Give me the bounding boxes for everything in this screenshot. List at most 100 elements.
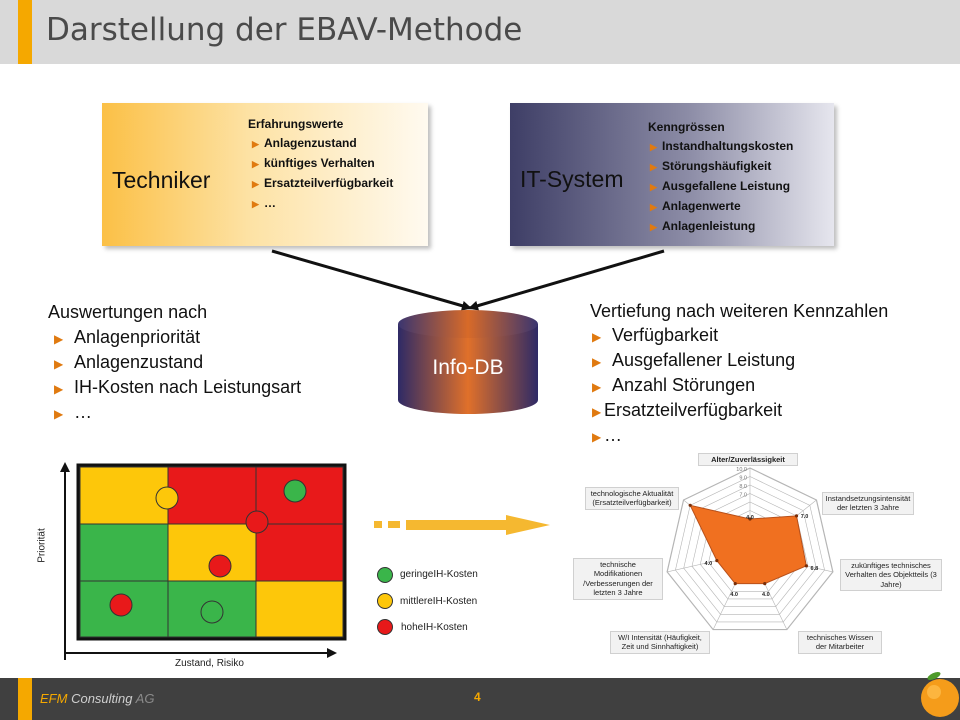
- radar-point: [688, 503, 692, 507]
- radar-point: [794, 514, 799, 518]
- arrow-icon: ▶: [592, 430, 602, 444]
- list-item: ▶Instandhaltungskosten: [650, 136, 793, 156]
- radar-tick-label: 7.0: [739, 493, 747, 499]
- it-system-heading: Kenngrössen: [648, 120, 725, 134]
- legend-dot-green: [377, 567, 393, 583]
- list-item: ▶…: [592, 423, 795, 448]
- list-item: ▶…: [252, 193, 393, 213]
- arrow-icon: ▶: [54, 357, 64, 371]
- radar-tick-label: 10.0: [736, 467, 747, 473]
- list-item: ▶Anlagenpriorität: [54, 325, 301, 350]
- left-column-list: ▶Anlagenpriorität ▶Anlagenzustand ▶IH-Ko…: [54, 325, 301, 425]
- radar-label: technisches Wissen der Mitarbeiter: [798, 631, 882, 654]
- matrix-cell: [255, 523, 344, 582]
- arrow-icon: ▶: [650, 142, 657, 152]
- radar-point: [733, 582, 737, 586]
- matrix-dot: [155, 486, 179, 510]
- it-system-label: IT-System: [520, 166, 624, 192]
- radar-grid-ring: [666, 467, 834, 631]
- list-item: ▶künftiges Verhalten: [252, 153, 393, 173]
- matrix-dot: [283, 479, 307, 503]
- arrow-icon: ▶: [592, 405, 602, 419]
- legend-dot-yellow: [377, 593, 393, 609]
- arrow-it-to-db: [468, 249, 665, 311]
- arrow-icon: ▶: [592, 380, 602, 394]
- it-system-box: [510, 103, 834, 246]
- slide-footer: [0, 678, 960, 720]
- arrow-techniker-to-db: [271, 249, 472, 311]
- radar-top-label: Alter/Zuverlässigkeit: [698, 453, 798, 467]
- radar-label: technologische Aktualität (Ersatzteilver…: [585, 487, 679, 510]
- arrow-icon: ▶: [592, 330, 602, 344]
- techniker-label: Techniker: [112, 167, 211, 193]
- radar-tick-label: 8.0: [739, 484, 747, 490]
- radar-label: W/I Intensität (Häufigkeit, Zeit und Sin…: [610, 631, 710, 654]
- list-item: ▶Anlagenwerte: [650, 196, 793, 216]
- slide-title: Darstellung der EBAV-Methode: [46, 12, 523, 48]
- arrow-icon: ▶: [54, 332, 64, 346]
- matrix-cell: [255, 580, 344, 638]
- slide-header: [0, 0, 960, 64]
- list-item: ▶…: [54, 400, 301, 425]
- info-db-label: Info-DB: [432, 356, 504, 379]
- radar-value-label: 4.0: [705, 561, 713, 567]
- arrow-icon: ▶: [54, 382, 64, 396]
- radar-value-label: 6.8: [811, 566, 819, 572]
- orange-logo-icon: [921, 671, 959, 717]
- left-column-heading: Auswertungen nach: [48, 302, 208, 322]
- dashed-arrow: [374, 515, 550, 535]
- y-axis-label: Priorität: [36, 528, 48, 563]
- page-number: 4: [474, 690, 481, 704]
- company-name: EFM Consulting AG: [40, 691, 155, 706]
- matrix-cell: [167, 466, 257, 525]
- matrix-cell: [79, 523, 169, 582]
- right-column-heading: Vertiefung nach weiteren Kennzahlen: [590, 301, 889, 321]
- arrow-icon: ▶: [650, 202, 657, 212]
- arrow-icon: ▶: [252, 139, 259, 149]
- radar-label: zukünftiges technisches Verhalten des Ob…: [840, 559, 942, 592]
- matrix-dot: [245, 510, 269, 534]
- techniker-list: ▶Anlagenzustand ▶künftiges Verhalten ▶Er…: [252, 133, 393, 213]
- radar-tick-label: 9.0: [739, 476, 747, 482]
- list-item: ▶Verfügbarkeit: [592, 323, 795, 348]
- radar-chart: 10.09.08.07.07.06.84.04.04.04.0: [666, 467, 834, 631]
- legend-label: geringeIH-Kosten: [400, 569, 478, 580]
- x-axis-label: Zustand, Risiko: [175, 658, 244, 669]
- list-item: ▶Anlagenzustand: [54, 350, 301, 375]
- it-system-list: ▶Instandhaltungskosten ▶Störungshäufigke…: [650, 136, 793, 236]
- list-item: ▶Störungshäufigkeit: [650, 156, 793, 176]
- arrow-icon: ▶: [252, 179, 259, 189]
- matrix-dot: [200, 600, 224, 624]
- radar-label: Instandsetzungsintensität der letzten 3 …: [822, 492, 914, 515]
- radar-point: [804, 564, 808, 568]
- list-item: ▶Ausgefallener Leistung: [592, 348, 795, 373]
- matrix-dot: [208, 554, 232, 578]
- info-db-cylinder: [398, 310, 538, 414]
- list-item: ▶Anzahl Störungen: [592, 373, 795, 398]
- radar-data-area: [689, 504, 807, 585]
- arrow-icon: ▶: [650, 182, 657, 192]
- right-column-list: ▶Verfügbarkeit ▶Ausgefallener Leistung ▶…: [592, 323, 795, 448]
- list-item: ▶Anlagenleistung: [650, 216, 793, 236]
- matrix-cell: [79, 466, 169, 525]
- arrow-icon: ▶: [650, 222, 657, 232]
- arrow-icon: ▶: [592, 355, 602, 369]
- legend-label: hoheIH-Kosten: [401, 622, 468, 633]
- techniker-heading: Erfahrungswerte: [248, 117, 344, 131]
- footer-accent-bar: [18, 678, 32, 720]
- list-item: ▶Ersatzteilverfügbarkeit: [592, 398, 795, 423]
- techniker-box: [102, 103, 428, 246]
- radar-label: technische Modifikationen /Verbesserunge…: [573, 558, 663, 600]
- radar-grid-ring: [683, 484, 817, 615]
- arrow-icon: ▶: [54, 407, 64, 421]
- list-item: ▶IH-Kosten nach Leistungsart: [54, 375, 301, 400]
- legend-dot-red: [377, 619, 393, 635]
- list-item: ▶Ersatzteilverfügbarkeit: [252, 173, 393, 193]
- radar-point: [763, 582, 767, 586]
- matrix-dot: [109, 593, 133, 617]
- list-item: ▶Anlagenzustand: [252, 133, 393, 153]
- arrow-icon: ▶: [252, 159, 259, 169]
- radar-grid-ring: [675, 476, 825, 623]
- radar-value-label: 7.0: [801, 514, 809, 520]
